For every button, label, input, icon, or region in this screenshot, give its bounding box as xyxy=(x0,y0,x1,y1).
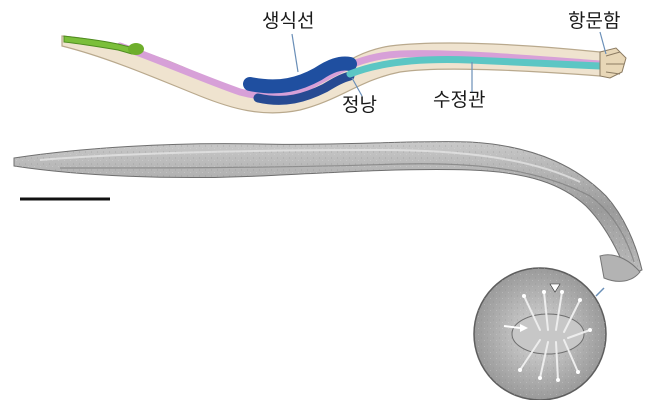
tail-inset xyxy=(474,268,606,400)
label-cloaca: 항문함 xyxy=(568,12,620,31)
pointer-cloaca xyxy=(600,32,606,54)
pointer-gonad xyxy=(292,34,298,72)
inset-fan xyxy=(512,314,584,354)
label-seminal-vesicle: 정낭 xyxy=(342,96,377,115)
tail-fan xyxy=(600,48,626,78)
micrograph-worm xyxy=(14,142,642,282)
inset-connector xyxy=(596,288,604,296)
pharynx-bulb xyxy=(128,43,144,55)
micrograph-lowline xyxy=(60,164,634,262)
micrograph-texture xyxy=(14,142,642,276)
label-gonad: 생식선 xyxy=(262,12,314,31)
label-vas-deferens: 수정관 xyxy=(433,91,485,110)
